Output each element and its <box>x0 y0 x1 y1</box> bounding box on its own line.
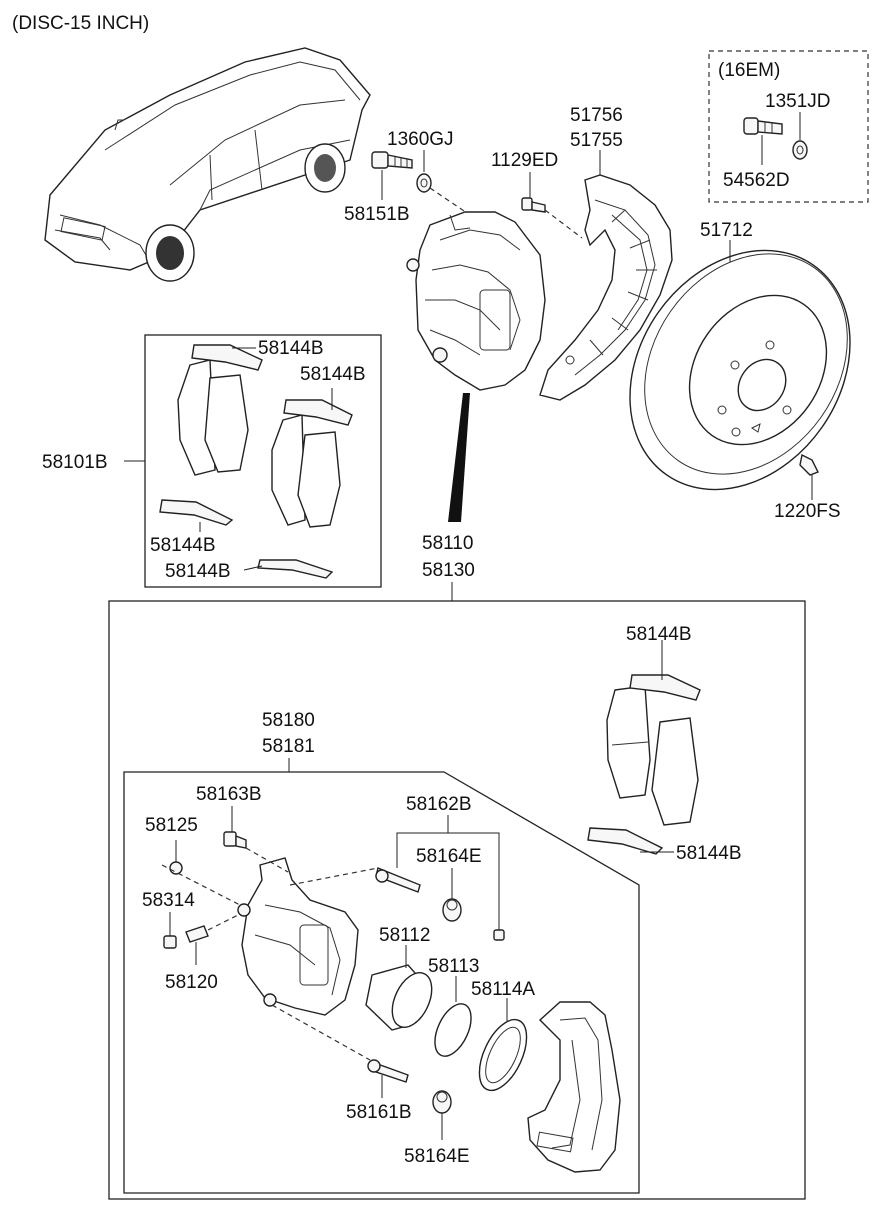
label-58161b: 58161B <box>346 1102 412 1123</box>
label-58180: 58180 <box>262 710 315 731</box>
label-58125: 58125 <box>145 815 198 836</box>
bleeder-screw-58120 <box>185 925 209 943</box>
pad-kit-pads <box>159 344 353 579</box>
label-58144b-pad-1: 58144B <box>258 338 324 359</box>
label-58314: 58314 <box>142 890 195 911</box>
label-58130: 58130 <box>422 560 475 581</box>
caliper-kit-box <box>108 600 806 1200</box>
label-58151b: 58151B <box>344 204 410 225</box>
guide-pin-58162b <box>375 867 421 893</box>
bleeder-cap-58125 <box>169 861 183 875</box>
label-51756: 51756 <box>570 105 623 126</box>
brake-disc <box>629 249 851 491</box>
label-58144b-asm-1: 58144B <box>626 624 692 645</box>
label-1351jd: 1351JD <box>765 91 831 112</box>
label-51712: 51712 <box>700 220 753 241</box>
caliper-carrier <box>527 1001 621 1173</box>
leader-wedge <box>448 393 470 522</box>
diagram-title: (DISC-15 INCH) <box>12 13 149 34</box>
label-1220fs: 1220FS <box>774 501 841 522</box>
variant-box-16em <box>708 50 869 203</box>
cap-58314 <box>163 935 177 949</box>
label-58162b: 58162B <box>406 794 472 815</box>
boot-58164e-lower <box>432 1090 452 1114</box>
label-58164e-2: 58164E <box>404 1146 470 1167</box>
label-58163b: 58163B <box>196 784 262 805</box>
label-58181: 58181 <box>262 736 315 757</box>
variant-box-title: (16EM) <box>718 60 780 81</box>
car-illustration <box>44 47 371 282</box>
label-58144b-asm-2: 58144B <box>676 843 742 864</box>
label-58101b: 58101B <box>42 452 108 473</box>
label-58113: 58113 <box>428 956 479 977</box>
label-58144b-pad-2: 58144B <box>300 364 366 385</box>
washer-1351jd <box>792 140 808 160</box>
caliper-assembly-upper <box>406 211 546 391</box>
piston-seal-58113 <box>434 1003 472 1057</box>
bolt-54562d <box>743 117 783 135</box>
label-58164e-1: 58164E <box>416 846 482 867</box>
label-58144b-pad-3: 58144B <box>150 535 216 556</box>
caliper-housing <box>237 857 359 1016</box>
label-58114a: 58114A <box>471 979 535 1000</box>
label-51755: 51755 <box>570 130 623 151</box>
label-1360gj: 1360GJ <box>387 129 454 150</box>
piston-58112 <box>365 964 433 1031</box>
boot-58164e-upper <box>442 898 462 922</box>
caliper-housing-box <box>123 771 640 1194</box>
caliper-box-pads <box>587 674 701 855</box>
guide-pin-58161b <box>367 1059 409 1083</box>
piston-boot-58114a <box>478 1018 528 1092</box>
boot-small <box>493 929 505 941</box>
label-58112: 58112 <box>379 925 430 946</box>
label-58144b-pad-4: 58144B <box>165 561 231 582</box>
label-58120: 58120 <box>165 972 218 993</box>
washer-1360gj <box>416 173 432 193</box>
screw-1220fs <box>799 453 819 476</box>
label-54562d: 54562D <box>723 170 790 191</box>
label-58110: 58110 <box>422 533 473 554</box>
guide-bolt-58151b <box>371 151 413 169</box>
screw-1129ed <box>521 197 546 213</box>
dust-shield <box>539 174 673 401</box>
label-1129ed: 1129ED <box>491 150 558 171</box>
bolt-58163b <box>223 831 247 849</box>
